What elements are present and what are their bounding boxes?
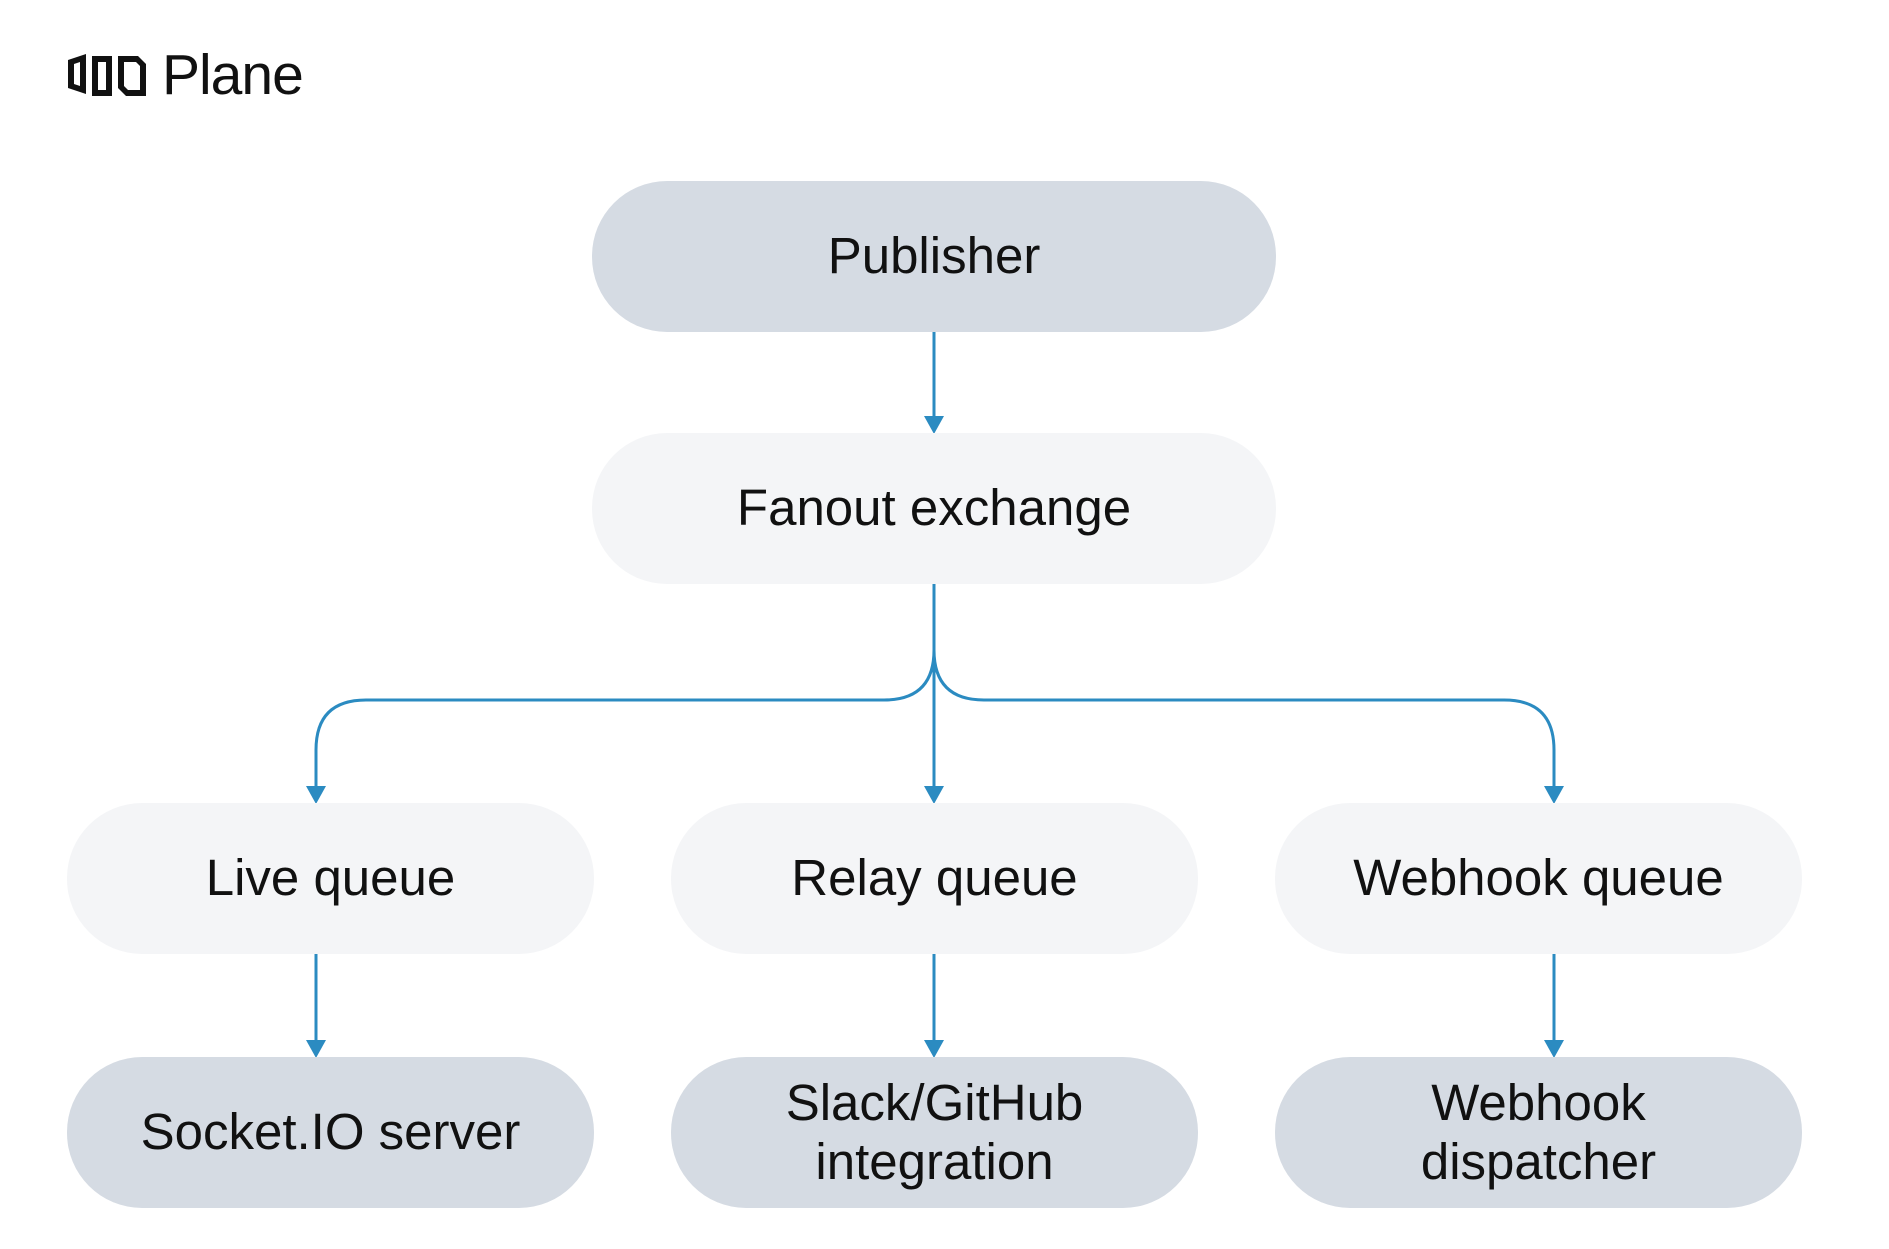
- arrowhead-dispatch: [1544, 1040, 1564, 1058]
- node-publisher: Publisher: [592, 181, 1276, 332]
- node-socketio-server-label: Socket.IO server: [140, 1103, 521, 1161]
- arrowhead-slack: [924, 1040, 944, 1058]
- plane-logo-icon: [68, 54, 146, 96]
- edge-fanout-webhook: [932, 649, 1556, 790]
- node-live-queue-label: Live queue: [205, 849, 456, 907]
- node-slack-github-label: Slack/GitHub integration: [786, 1074, 1084, 1190]
- arrowhead-relay: [924, 786, 944, 804]
- node-webhook-dispatcher-label: Webhook dispatcher: [1421, 1074, 1656, 1190]
- node-slack-github-line-2: integration: [815, 1132, 1054, 1190]
- node-fanout-exchange: Fanout exchange: [592, 433, 1276, 584]
- arrowhead-live: [306, 786, 326, 804]
- node-webhook-dispatcher-line-2: dispatcher: [1420, 1132, 1657, 1190]
- node-relay-queue-label: Relay queue: [791, 849, 1078, 907]
- brand: Plane: [66, 42, 304, 107]
- arrowhead-fanout: [924, 416, 944, 434]
- node-webhook-queue: Webhook queue: [1275, 803, 1802, 954]
- edge-fanout-live: [314, 584, 936, 790]
- node-fanout-exchange-label: Fanout exchange: [736, 479, 1132, 537]
- node-slack-github-line-1: Slack/GitHub: [785, 1074, 1084, 1132]
- node-slack-github-integration: Slack/GitHub integration: [671, 1057, 1198, 1208]
- node-live-queue: Live queue: [67, 803, 594, 954]
- node-webhook-dispatcher-line-1: Webhook: [1431, 1074, 1646, 1132]
- node-socketio-server: Socket.IO server: [67, 1057, 594, 1208]
- node-webhook-dispatcher: Webhook dispatcher: [1275, 1057, 1802, 1208]
- brand-name: Plane: [162, 42, 304, 107]
- node-relay-queue: Relay queue: [671, 803, 1198, 954]
- arrowhead-socket: [306, 1040, 326, 1058]
- arrowhead-webhook: [1544, 786, 1564, 804]
- node-publisher-label: Publisher: [827, 227, 1041, 285]
- node-webhook-queue-label: Webhook queue: [1353, 849, 1724, 907]
